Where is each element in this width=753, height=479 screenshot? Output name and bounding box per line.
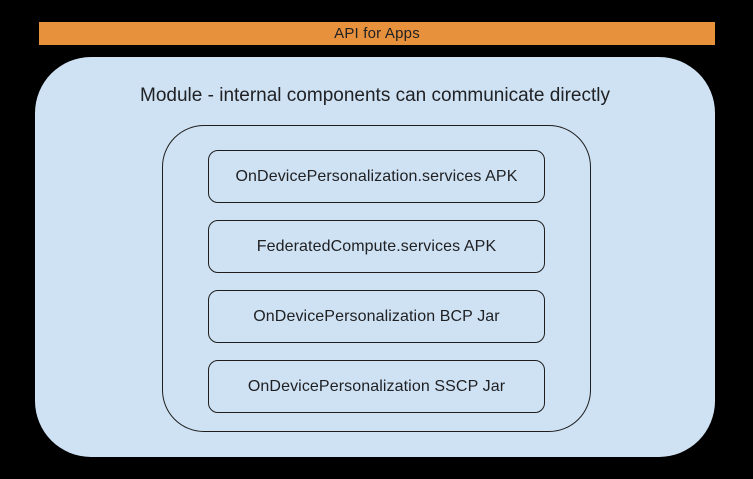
component-label-odp-sscp-jar: OnDevicePersonalization SSCP Jar <box>247 377 506 395</box>
module-inner-group: OnDevicePersonalization.services APK Fed… <box>162 125 591 432</box>
component-box-federatedcompute-services-apk: FederatedCompute.services APK <box>208 220 545 273</box>
component-label-odp-services-apk: OnDevicePersonalization.services APK <box>235 167 518 185</box>
component-label-odp-bcp-jar: OnDevicePersonalization BCP Jar <box>253 307 500 325</box>
api-for-apps-banner: API for Apps <box>39 22 715 45</box>
component-box-odp-services-apk: OnDevicePersonalization.services APK <box>208 150 545 203</box>
module-container: Module - internal components can communi… <box>35 57 715 457</box>
component-box-odp-sscp-jar: OnDevicePersonalization SSCP Jar <box>208 360 545 413</box>
component-box-odp-bcp-jar: OnDevicePersonalization BCP Jar <box>208 290 545 343</box>
api-for-apps-banner-label: API for Apps <box>334 25 420 42</box>
module-title: Module - internal components can communi… <box>140 85 610 106</box>
component-label-federatedcompute-services-apk: FederatedCompute.services APK <box>256 237 497 255</box>
